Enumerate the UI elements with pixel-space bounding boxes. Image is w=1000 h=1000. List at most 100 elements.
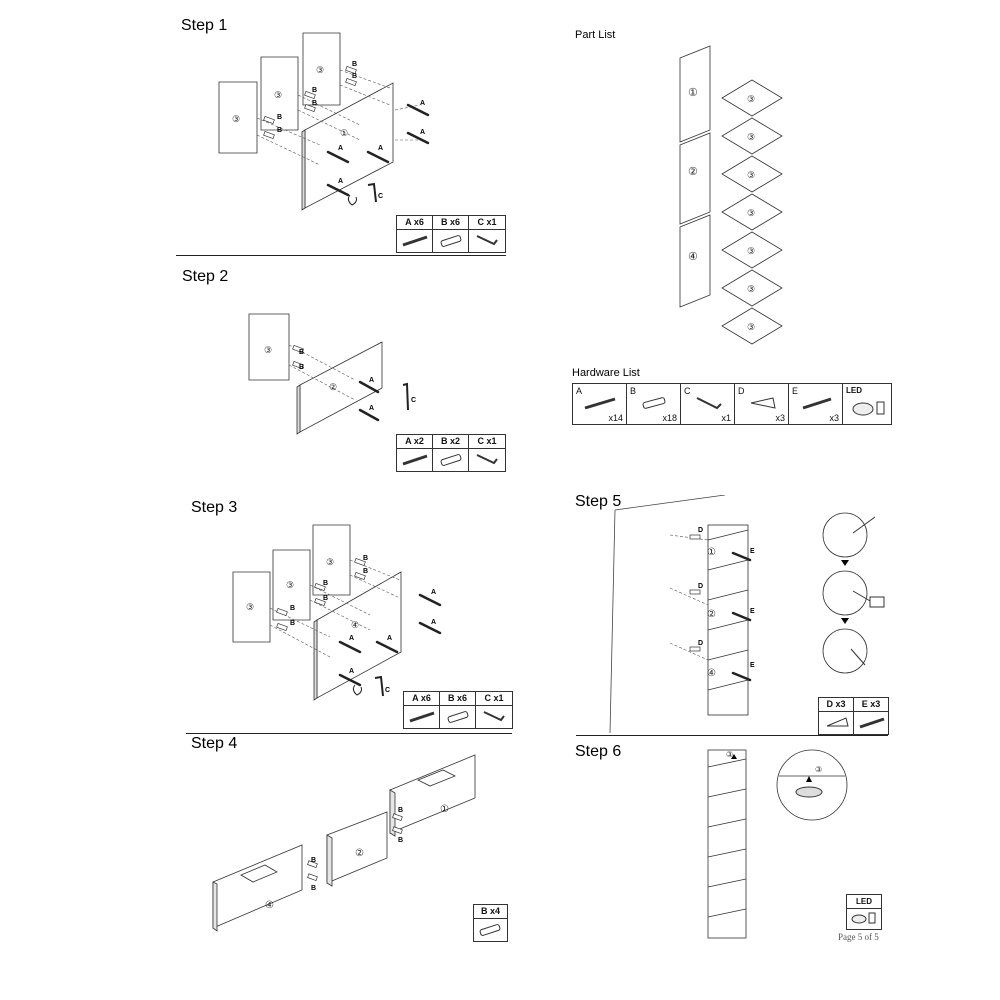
led-light-icon [795, 786, 823, 798]
step-6-title: Step 6 [575, 743, 622, 760]
svg-text:②: ② [329, 382, 337, 392]
svg-text:A: A [338, 178, 343, 185]
shelf [721, 269, 783, 307]
hardware-item-d: D x3 [735, 384, 789, 424]
shelf-panel [248, 313, 290, 381]
svg-text:B: B [299, 364, 304, 371]
svg-text:A: A [431, 589, 436, 596]
svg-text:③: ③ [246, 602, 254, 612]
svg-text:③: ③ [286, 580, 294, 590]
svg-text:B: B [290, 620, 295, 627]
step-6-detail-diagram: ③ [776, 749, 848, 821]
svg-text:D: D [698, 640, 703, 647]
screw-icon [409, 711, 435, 723]
hardware-item-b: B x18 [627, 384, 681, 424]
step-3-diagram: B B B B B B A A A A A C ③ ③ ③ ④ [232, 524, 442, 701]
svg-text:D: D [698, 583, 703, 590]
dowel-icon [440, 235, 462, 247]
svg-text:③: ③ [815, 765, 822, 774]
svg-text:A: A [378, 145, 383, 152]
svg-text:B: B [352, 73, 357, 80]
tall-panel [679, 132, 711, 225]
svg-text:B: B [299, 349, 304, 356]
svg-text:③: ③ [264, 345, 272, 355]
shelf-panel [272, 549, 311, 621]
svg-text:④: ④ [707, 668, 716, 679]
svg-text:②: ② [707, 609, 716, 620]
svg-text:③: ③ [274, 90, 282, 100]
svg-text:B: B [398, 807, 403, 814]
dowel-icon [447, 711, 469, 723]
svg-text:④: ④ [265, 900, 274, 911]
shelf-panel [312, 524, 351, 596]
svg-text:③: ③ [747, 132, 755, 142]
wall-anchor-icon [826, 717, 849, 727]
svg-text:E: E [750, 548, 755, 555]
module-4 [212, 844, 303, 929]
wall-screw-icon [859, 717, 885, 729]
step-2-diagram: B B A A C ③ ② [248, 313, 416, 435]
wall-anchor-icon [750, 397, 776, 409]
svg-text:A: A [387, 635, 392, 642]
part-list-diagram: ① ② ④ ③ ③ ③ ③ ③ ③ ③ [679, 45, 783, 345]
svg-text:A: A [369, 405, 374, 412]
allen-key-icon [476, 235, 498, 246]
svg-text:③: ③ [747, 322, 755, 332]
svg-text:B: B [277, 114, 282, 121]
step-1-hardware-box: A x6 B x6 C x1 [396, 215, 506, 253]
label-c: C [378, 193, 383, 200]
step-2-hardware-box: A x2 B x2 C x1 [396, 434, 506, 472]
hardware-item-led: LED [843, 384, 891, 424]
label-a: A [420, 100, 425, 107]
shelf [721, 231, 783, 269]
svg-text:B: B [323, 580, 328, 587]
svg-text:③: ③ [747, 284, 755, 294]
step-3-hardware-box: A x6 B x6 C x1 [403, 691, 513, 729]
svg-text:B: B [363, 568, 368, 575]
step-5-diagram: D D D E E E ① ② ④ [609, 495, 755, 734]
shelf [721, 117, 783, 155]
svg-text:A: A [338, 145, 343, 152]
step-5-title: Step 5 [575, 493, 622, 510]
divider-step5 [576, 735, 888, 736]
step-4-diagram: B B B B ① ② ④ [212, 754, 476, 932]
screw-icon [402, 454, 428, 466]
svg-text:③: ③ [326, 557, 334, 567]
svg-text:C: C [411, 397, 416, 404]
allen-key-icon [483, 711, 505, 722]
svg-text:B: B [277, 127, 282, 134]
svg-text:①: ① [707, 547, 716, 558]
shelf [721, 193, 783, 231]
hardware-item-c: C x1 [681, 384, 735, 424]
shelf [721, 155, 783, 193]
allen-key-icon [476, 454, 498, 465]
svg-text:②: ② [355, 848, 364, 859]
dowel-icon [479, 924, 501, 936]
dowel-icon [440, 454, 462, 466]
part-list-title: Part List [575, 29, 616, 41]
svg-text:B: B [311, 857, 316, 864]
detail-circle-drill [822, 570, 868, 616]
svg-text:③: ③ [747, 170, 755, 180]
svg-text:A: A [420, 129, 425, 136]
tall-panel [679, 214, 711, 308]
module-1 [389, 754, 476, 834]
dowel-icon [642, 397, 666, 409]
shelf-panel [218, 81, 258, 154]
svg-text:④: ④ [351, 620, 359, 630]
led-light-icon [851, 912, 876, 924]
svg-text:B: B [290, 605, 295, 612]
hardware-item-e: E x3 [789, 384, 843, 424]
detail-circle-mark [822, 512, 868, 558]
step-3-title: Step 3 [191, 499, 238, 516]
wall-screw-icon [802, 397, 832, 410]
divider-step1 [176, 255, 506, 256]
svg-text:B: B [312, 100, 317, 107]
screw-icon [402, 235, 428, 247]
svg-text:①: ① [688, 87, 698, 99]
step-1-diagram: B B B B B B A A A A A C ③ ③ ③ ① [218, 32, 430, 211]
svg-text:C: C [385, 687, 390, 694]
shelf [721, 79, 783, 117]
step-4-title: Step 4 [191, 735, 238, 752]
svg-text:A: A [349, 668, 354, 675]
